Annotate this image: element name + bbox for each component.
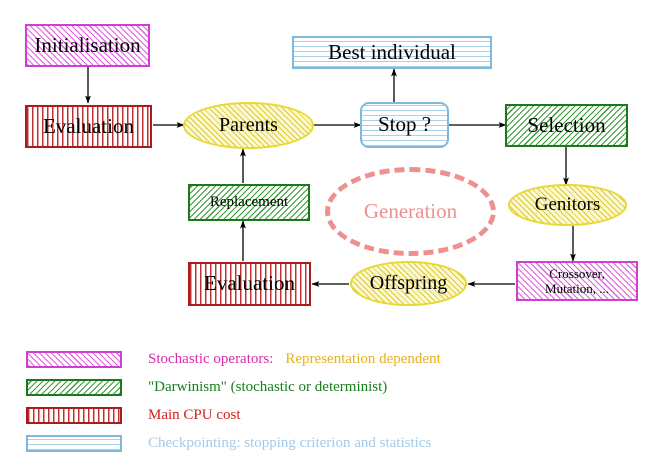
legend-row-main-cpu-cost: Main CPU cost <box>26 402 241 428</box>
legend-label-checkpointing: Checkpointing: stopping criterion and st… <box>148 435 431 452</box>
node-offspring[interactable]: Offspring <box>350 261 467 306</box>
legend-row-checkpointing: Checkpointing: stopping criterion and st… <box>26 430 431 456</box>
node-selection[interactable]: Selection <box>505 104 628 147</box>
node-parents[interactable]: Parents <box>183 102 314 149</box>
legend-row-stochastic-operators: Stochastic operators: Representation depe… <box>26 346 441 372</box>
legend-swatch-magenta-diagonal-hatch <box>26 350 122 368</box>
node-initialisation[interactable]: Initialisation <box>25 24 150 67</box>
node-genitors[interactable]: Genitors <box>508 184 627 226</box>
node-stop-label: Stop ? <box>377 112 432 137</box>
node-crossover-mutation[interactable]: Crossover, Mutation, ... <box>516 261 638 301</box>
legend-label-stochastic-operators: Stochastic operators: Representation depe… <box>148 351 441 368</box>
node-offspring-label: Offspring <box>369 272 448 295</box>
legend-label-representation-dependent: Representation dependent <box>285 350 441 367</box>
node-genitors-label: Genitors <box>534 194 601 216</box>
node-replacement[interactable]: Replacement <box>188 184 310 221</box>
legend-swatch-green-diagonal-hatch <box>26 378 122 396</box>
node-best-individual[interactable]: Best individual <box>292 36 492 69</box>
node-evaluation-bottom[interactable]: Evaluation <box>188 262 311 306</box>
node-evaluation-top-label: Evaluation <box>43 113 134 138</box>
node-selection-label: Selection <box>527 112 606 137</box>
legend-row-darwinism: "Darwinism" (stochastic or determinist) <box>26 374 387 400</box>
node-generation-label: Generation <box>363 198 458 223</box>
legend-label-checkpointing-primary: Checkpointing: stopping criterion and st… <box>148 434 432 451</box>
legend-swatch-blue-horizontal-hatch <box>26 434 122 452</box>
node-replacement-label: Replacement <box>209 193 289 210</box>
node-best-individual-label: Best individual <box>328 39 456 64</box>
node-stop[interactable]: Stop ? <box>360 102 449 148</box>
legend-label-stochastic-operators-primary: Stochastic operators: <box>148 350 274 367</box>
node-evaluation-bottom-label: Evaluation <box>204 271 295 296</box>
legend-swatch-red-vertical-hatch <box>26 406 122 424</box>
node-evaluation-top[interactable]: Evaluation <box>25 105 152 148</box>
legend-label-darwinism-primary: "Darwinism" (stochastic or determinist) <box>148 378 388 395</box>
node-parents-label: Parents <box>219 114 278 137</box>
node-initialisation-label: Initialisation <box>34 32 141 57</box>
legend: Stochastic operators: Representation depe… <box>0 340 662 471</box>
node-crossover-mutation-label: Crossover, Mutation, ... <box>545 265 609 296</box>
legend-label-main-cpu-cost-primary: Main CPU cost <box>148 406 241 423</box>
legend-label-main-cpu-cost: Main CPU cost <box>148 407 241 424</box>
legend-label-darwinism: "Darwinism" (stochastic or determinist) <box>148 379 387 396</box>
node-generation-annotation: Generation <box>325 167 496 256</box>
